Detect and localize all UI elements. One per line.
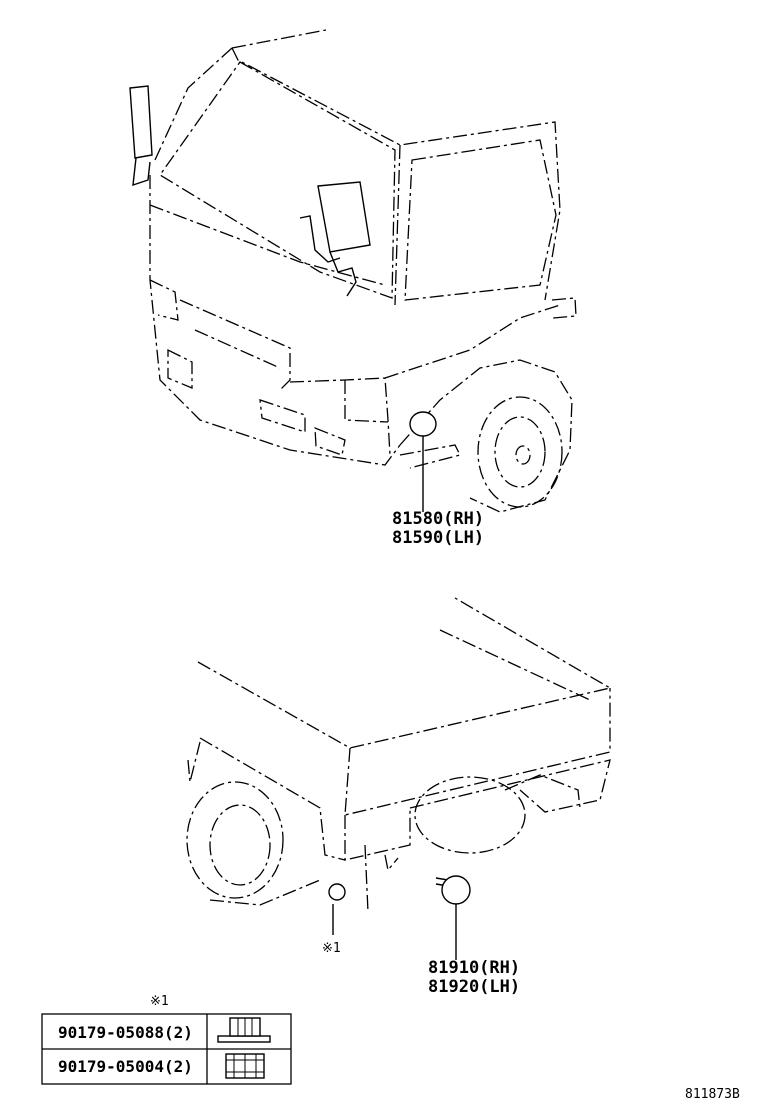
illustration-code: 811873B xyxy=(685,1087,740,1102)
callout-rear-rh: 81910(RH) xyxy=(428,958,520,978)
part-number-row-1: 90179-05088(2) xyxy=(58,1023,193,1042)
parts-table-header: ※1 xyxy=(150,994,169,1009)
flange-nut-icon xyxy=(217,1017,271,1043)
hex-nut-icon xyxy=(225,1053,265,1079)
note-marker-label: ※1 xyxy=(322,941,341,956)
parts-table: ※1 90179-05088(2) 90179-05004(2) xyxy=(41,994,292,1085)
rear-truck-illustration xyxy=(186,597,612,960)
callout-rear-lh: 81920(LH) xyxy=(428,977,520,997)
rear-side-marker-lamp xyxy=(441,875,471,905)
callout-front-rh: 81580(RH) xyxy=(392,509,484,529)
callout-front-lh: 81590(LH) xyxy=(392,528,484,548)
front-side-marker-lamp xyxy=(409,411,437,437)
part-number-row-2: 90179-05004(2) xyxy=(58,1057,193,1076)
front-truck-illustration xyxy=(129,29,577,513)
